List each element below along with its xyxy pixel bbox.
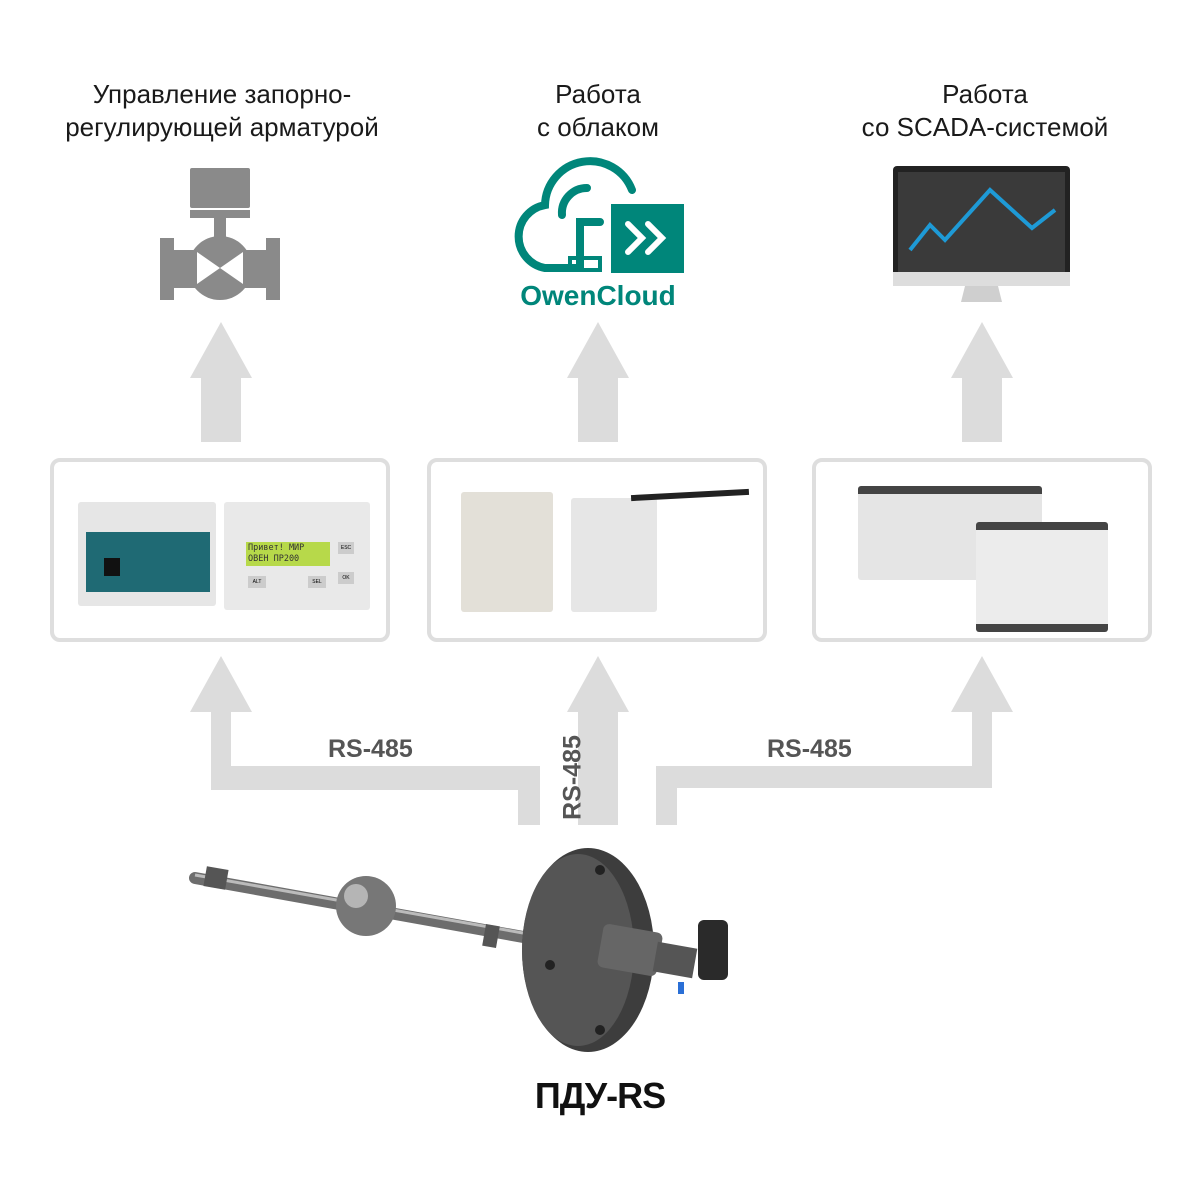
rs485-label-right: RS-485	[767, 735, 852, 763]
button-esc[interactable]: ESC	[338, 542, 354, 554]
gateway-device-2	[571, 498, 657, 612]
owencloud-logo	[514, 157, 636, 272]
monitor-chart-icon	[893, 166, 1070, 302]
title-cloud: Работа с облаком	[536, 79, 660, 142]
arrow-up-middle	[567, 322, 629, 442]
level-sensor-image	[189, 848, 728, 1052]
upper-arrows	[190, 322, 1013, 442]
title-valve-control: Управление запорно- регулирующей арматур…	[65, 79, 379, 142]
arrow-rs485-left	[190, 656, 540, 825]
plc-device-2	[976, 522, 1108, 632]
valve-icon	[160, 168, 280, 300]
button-ok[interactable]: OK	[338, 572, 354, 584]
rs485-label-middle: RS-485	[558, 735, 587, 820]
button-alt[interactable]: ALT	[248, 576, 266, 588]
lcd-display: Привет! МИР ОВЕН ПР200	[246, 542, 330, 566]
sensor-name: ПДУ-RS	[534, 1075, 666, 1116]
owencloud-arrow-square	[611, 204, 684, 273]
title-scada: Работа со SCADA-системой	[861, 79, 1109, 142]
owencloud-logo-text: OwenCloud	[520, 280, 676, 311]
gateway-device-1	[461, 492, 553, 612]
rs485-label-left: RS-485	[328, 735, 413, 763]
button-sel[interactable]: SEL	[308, 576, 326, 588]
controller-pm-device	[78, 502, 216, 606]
plc-box	[812, 458, 1152, 642]
lower-arrows	[190, 656, 1013, 825]
gateways-box	[427, 458, 767, 642]
arrow-rs485-right	[656, 656, 1013, 825]
arrow-up-right	[951, 322, 1013, 442]
arrow-rs485-middle	[567, 656, 629, 825]
lcd-line-1: Привет! МИР	[248, 543, 305, 553]
arrow-up-left	[190, 322, 252, 442]
lcd-line-2: ОВЕН ПР200	[248, 554, 300, 564]
double-chevron-icon	[625, 221, 667, 255]
controller-pr200-device: Привет! МИР ОВЕН ПР200 ALT SEL ESC OK	[224, 502, 370, 610]
antenna	[630, 488, 750, 502]
controllers-box: Привет! МИР ОВЕН ПР200 ALT SEL ESC OK	[50, 458, 390, 642]
